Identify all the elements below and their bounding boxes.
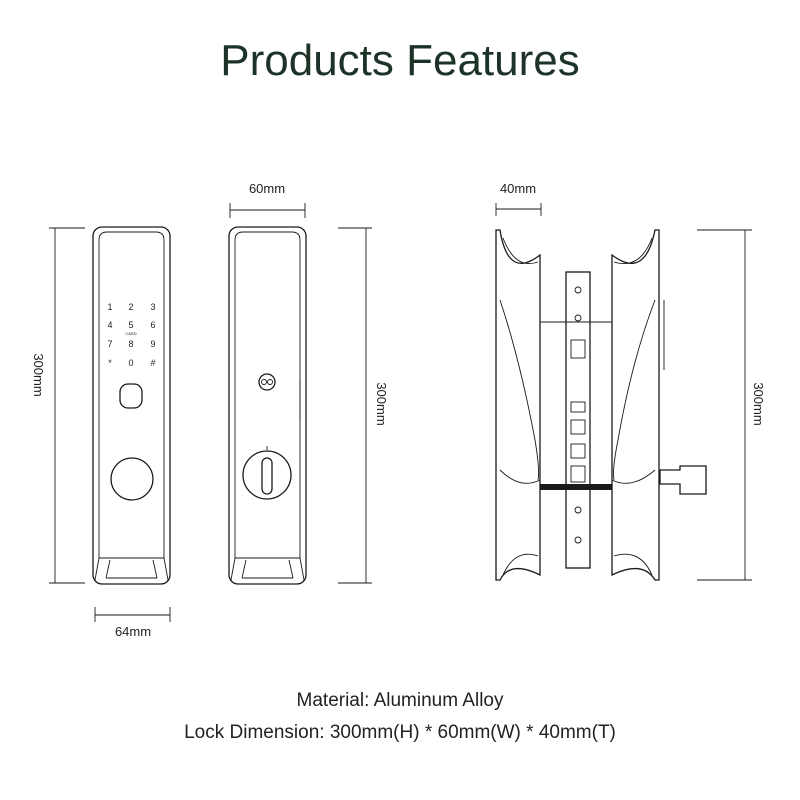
page-title: Products Features <box>220 36 580 85</box>
front-height-label: 300mm <box>31 353 46 396</box>
material-caption: Material: Aluminum Alloy <box>296 690 504 711</box>
side-height-label: 300mm <box>374 382 389 425</box>
key-5[interactable]: 5 <box>128 320 133 330</box>
key-star[interactable]: * <box>108 358 112 368</box>
key-1[interactable]: 1 <box>107 302 112 312</box>
fingerprint-sensor-icon <box>119 383 143 409</box>
key-6[interactable]: 6 <box>150 320 155 330</box>
key-4[interactable]: 4 <box>107 320 112 330</box>
side-view: 60mm 300mm <box>228 181 389 585</box>
side-width-label: 60mm <box>249 181 285 196</box>
key-hash[interactable]: # <box>150 358 155 368</box>
key-0[interactable]: 0 <box>128 358 133 368</box>
key-cylinder-icon <box>258 373 276 391</box>
key-7[interactable]: 7 <box>107 339 112 349</box>
edge-view: 40mm 300mm <box>495 181 766 581</box>
key-8[interactable]: 8 <box>128 339 133 349</box>
thumb-turn-icon <box>242 450 292 500</box>
card-label: CARD <box>125 331 136 336</box>
spindle-bar <box>540 484 612 490</box>
edge-height-label: 300mm <box>751 382 766 425</box>
edge-width-label: 40mm <box>500 181 536 196</box>
front-width-label: 64mm <box>115 624 151 639</box>
key-9[interactable]: 9 <box>150 339 155 349</box>
handle-knob-icon <box>110 457 154 501</box>
key-2[interactable]: 2 <box>128 302 133 312</box>
front-view: 300mm 64mm 1 2 3 4 5 6 CARD 7 8 9 * 0 # <box>31 226 171 639</box>
key-icon <box>659 465 707 495</box>
dimension-caption: Lock Dimension: 300mm(H) * 60mm(W) * 40m… <box>184 722 616 743</box>
key-3[interactable]: 3 <box>150 302 155 312</box>
mortise-lock <box>565 271 591 569</box>
keypad: 1 2 3 4 5 6 CARD 7 8 9 * 0 # <box>107 302 155 368</box>
